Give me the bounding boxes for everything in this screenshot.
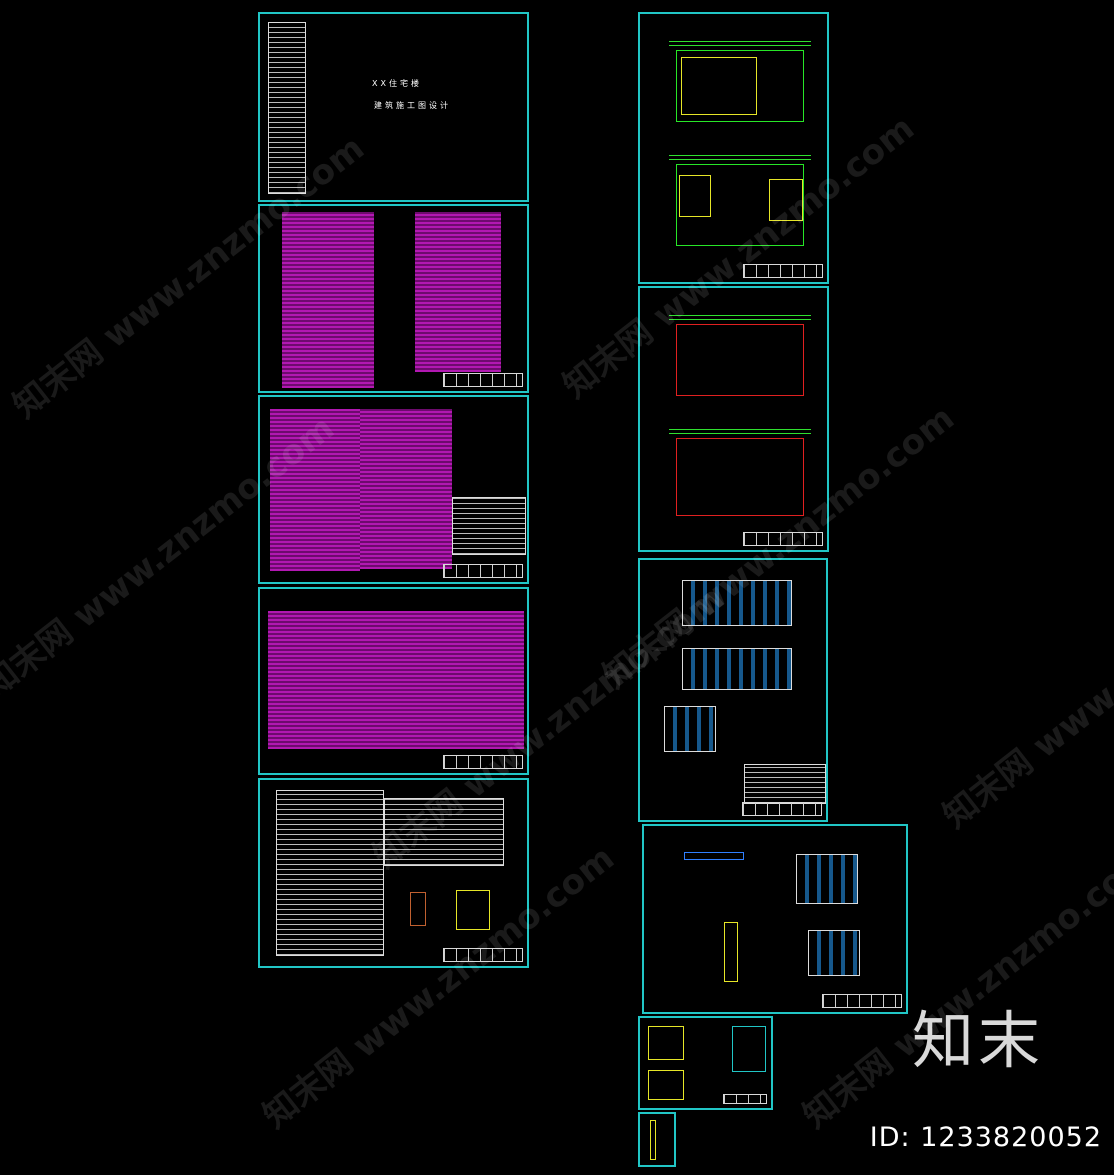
title-block (443, 948, 523, 962)
title-block (443, 755, 523, 769)
cover-title-line1: XX住宅楼 (372, 79, 422, 88)
brand-id: ID: 1233820052 (869, 1122, 1102, 1153)
door-window-schedule (744, 764, 826, 804)
sheet-materials-schedule[interactable] (258, 587, 529, 775)
room (679, 175, 711, 217)
dimension-line (669, 315, 811, 320)
sheet-design-notes-1[interactable] (258, 204, 529, 393)
rear-elevation (682, 648, 792, 690)
notes-text-block-left (270, 409, 360, 571)
section-1-1 (796, 854, 858, 904)
roof-plan (669, 41, 811, 122)
stair-section (732, 1026, 766, 1072)
materials-table (268, 611, 524, 749)
watermark-text: 知末网 www.znzmo.com (935, 538, 1114, 837)
cover-title-line2: 建筑施工图设计 (374, 101, 451, 110)
roof-area (681, 57, 757, 115)
node-detail (650, 1120, 656, 1160)
sheet-floor-plans-2[interactable] (638, 286, 829, 552)
title-block (443, 373, 523, 387)
drawing-index-table (268, 22, 306, 194)
sheet-design-notes-2[interactable] (258, 395, 529, 584)
first-floor-plan (669, 155, 811, 246)
title-block (443, 564, 523, 578)
sheet-floor-plans-1[interactable] (638, 12, 829, 284)
brand-logo-text: 知末 (911, 1004, 1044, 1077)
sheet-elevations[interactable] (638, 558, 828, 822)
energy-text-block-left (276, 790, 384, 956)
title-block (723, 1094, 767, 1104)
room (769, 179, 803, 221)
stair-plan (648, 1070, 684, 1100)
notes-text-block-right (360, 409, 452, 569)
notes-text-block-right (415, 212, 501, 372)
section-2-2 (808, 930, 860, 976)
stair-plan (648, 1026, 684, 1060)
third-floor-plan (669, 429, 811, 516)
stair-section-detail (724, 922, 738, 982)
title-block (743, 264, 823, 278)
notes-text-block-left (282, 212, 374, 388)
sheet-sections-details[interactable] (642, 824, 908, 1014)
dimension-line (669, 429, 811, 434)
wall-detail-section (456, 890, 490, 930)
wall-section-detail (684, 852, 744, 860)
insulation-detail (410, 892, 426, 926)
title-block (822, 994, 902, 1008)
side-elevation (664, 706, 716, 752)
title-block (742, 802, 822, 816)
sheet-stair-details[interactable] (638, 1016, 773, 1110)
second-floor-plan (669, 315, 811, 396)
sheet-cover[interactable]: XX住宅楼 建筑施工图设计 (258, 12, 529, 202)
dimension-line (669, 155, 811, 160)
sheet-node-detail[interactable] (638, 1112, 676, 1167)
sheet-energy-notes[interactable] (258, 778, 529, 968)
title-block (743, 532, 823, 546)
energy-text-block-right (384, 798, 504, 866)
front-elevation (682, 580, 792, 626)
dimension-line (669, 41, 811, 46)
schedule-table (452, 497, 526, 555)
